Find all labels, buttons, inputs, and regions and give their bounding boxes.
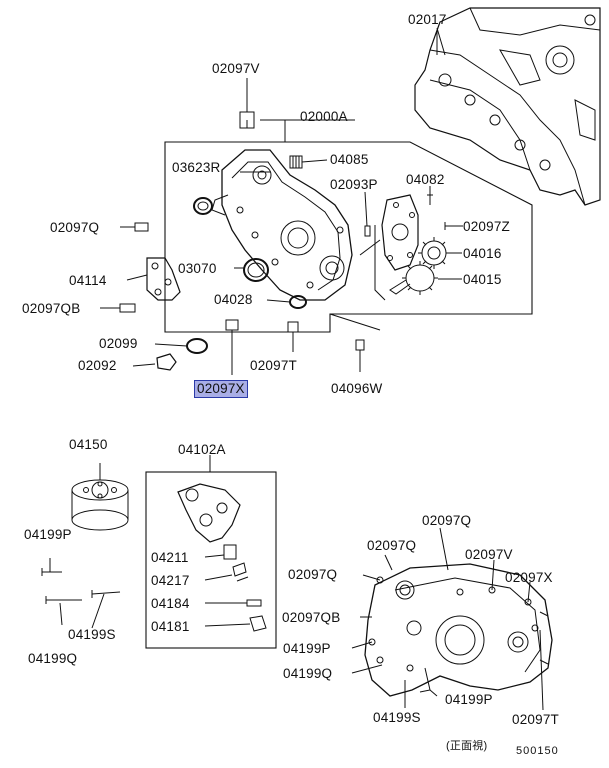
part-label-04199Q-r[interactable]: 04199Q [283,666,333,681]
part-label-04096W[interactable]: 04096W [331,381,383,396]
part-label-04085[interactable]: 04085 [330,152,369,167]
part-label-02097X-selected[interactable]: 02097X [194,380,248,398]
oil-pump-cover-drawing [381,194,419,271]
part-label-02099[interactable]: 02099 [99,336,138,351]
part-label-04199P-r[interactable]: 04199P [283,641,331,656]
part-label-04028[interactable]: 04028 [214,292,253,307]
part-label-02097Q-r1[interactable]: 02097Q [422,513,472,528]
part-label-02097Q-r2[interactable]: 02097Q [367,538,417,553]
part-label-02092[interactable]: 02092 [78,358,117,373]
part-label-04181[interactable]: 04181 [151,619,190,634]
part-label-02017[interactable]: 02017 [408,12,447,27]
part-label-02097V-r[interactable]: 02097V [465,547,513,562]
part-label-04217[interactable]: 04217 [151,573,190,588]
part-label-02097X-r[interactable]: 02097X [505,570,553,585]
view-direction-note: (正面視) [446,740,488,752]
part-label-02097Q[interactable]: 02097Q [50,220,100,235]
part-label-04015[interactable]: 04015 [463,272,502,287]
part-label-04211[interactable]: 04211 [151,550,189,565]
part-label-02093P[interactable]: 02093P [330,177,378,192]
part-label-04184[interactable]: 04184 [151,596,190,611]
part-label-04114[interactable]: 04114 [69,273,107,288]
part-label-02097QB[interactable]: 02097QB [22,301,81,316]
part-label-02097T-r[interactable]: 02097T [512,712,559,727]
front-case-drawing [211,149,353,301]
part-label-03623R[interactable]: 03623R [172,160,221,175]
gear-drawing [389,237,450,295]
diagram-code: 500150 [516,745,559,757]
part-label-04199P-r2[interactable]: 04199P [445,692,493,707]
part-label-04199P[interactable]: 04199P [24,527,72,542]
oil-filter-drawing [71,479,129,531]
part-label-04199S-r[interactable]: 04199S [373,710,421,725]
part-label-04102A[interactable]: 04102A [178,442,226,457]
part-label-02097QB-r[interactable]: 02097QB [282,610,341,625]
part-label-02097Q-r3[interactable]: 02097Q [288,567,338,582]
part-label-04016[interactable]: 04016 [463,246,502,261]
part-label-03070[interactable]: 03070 [178,261,217,276]
part-label-04199Q[interactable]: 04199Q [28,651,78,666]
engine-block-drawing [414,7,601,206]
oil-pump-housing-drawing [177,483,241,543]
part-label-02097V[interactable]: 02097V [212,61,260,76]
part-label-02097Z[interactable]: 02097Z [463,219,510,234]
assembly-02000A-frame [164,141,533,333]
part-label-04199S[interactable]: 04199S [68,627,116,642]
part-label-04150[interactable]: 04150 [69,437,108,452]
part-label-02097T[interactable]: 02097T [250,358,297,373]
part-label-04082[interactable]: 04082 [406,172,445,187]
part-label-02000A[interactable]: 02000A [300,109,348,124]
